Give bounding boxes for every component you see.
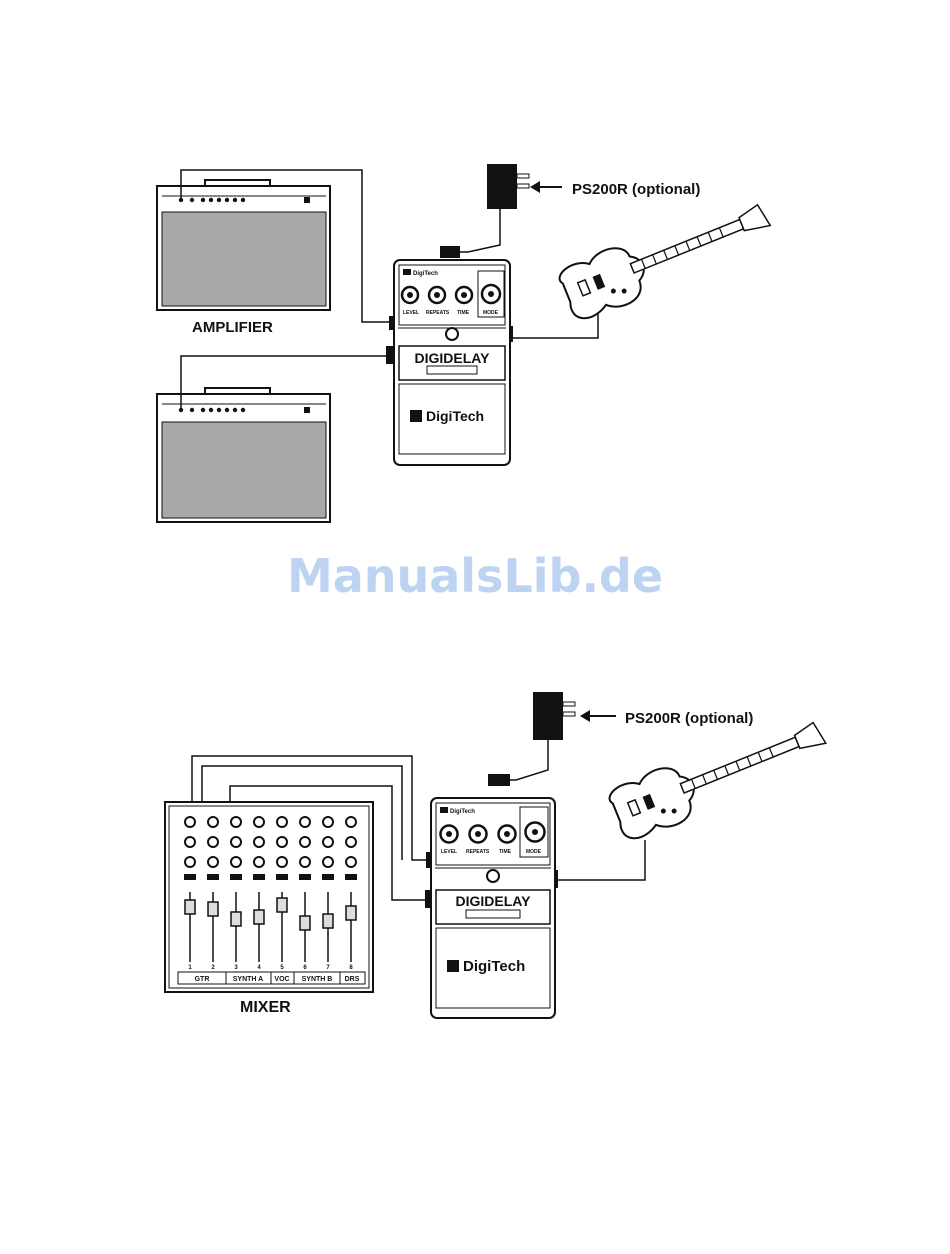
svg-text:GTR: GTR [195,976,210,983]
mixer: 1 2 3 4 5 6 7 8 GTR SYNTH A VOC SYNTH B … [165,802,373,992]
svg-text:VOC: VOC [274,976,289,983]
pedal-brand-1: DigiTech [426,408,484,424]
guitar-1 [556,189,778,324]
svg-text:MODE: MODE [483,310,499,316]
svg-text:MODE: MODE [526,849,542,855]
guitar-2 [606,707,833,844]
mixer-label: MIXER [240,999,291,1016]
power-adapter-2 [488,692,575,786]
svg-text:LEVEL: LEVEL [403,310,419,316]
amplifier-top [157,180,330,310]
amplifier-label: AMPLIFIER [192,319,273,336]
svg-text:TIME: TIME [499,849,512,855]
watermark: ManualsLib.de [287,549,663,603]
svg-text:DRS: DRS [345,976,360,983]
pedal-brand-small-2: DigiTech [450,809,475,815]
svg-text:LEVEL: LEVEL [441,849,457,855]
power-adapter-1 [440,164,529,258]
svg-text:REPEATS: REPEATS [466,849,490,855]
diagram-amplifiers: AMPLIFIER [157,164,778,522]
svg-text:TIME: TIME [457,310,470,316]
adapter-label-2: PS200R (optional) [625,710,753,727]
pedal-name-1: DIGIDELAY [415,350,491,366]
digidelay-pedal-1: DigiTech LEVEL REPEATS TIME MODE DIGIDEL… [386,260,513,465]
svg-text:SYNTH B: SYNTH B [302,976,333,983]
pedal-name-2: DIGIDELAY [456,893,532,909]
digidelay-pedal-2: DigiTech LEVEL REPEATS TIME MODE DIGIDEL… [425,798,558,1018]
diagram-mixer: 1 2 3 4 5 6 7 8 GTR SYNTH A VOC SYNTH B … [165,692,833,1018]
pedal-brand-small-1: DigiTech [413,271,438,277]
amplifier-bottom [157,388,330,522]
svg-text:SYNTH A: SYNTH A [233,976,263,983]
pedal-brand-2: DigiTech [463,958,525,975]
adapter-label-1: PS200R (optional) [572,181,700,198]
svg-text:REPEATS: REPEATS [426,310,450,316]
